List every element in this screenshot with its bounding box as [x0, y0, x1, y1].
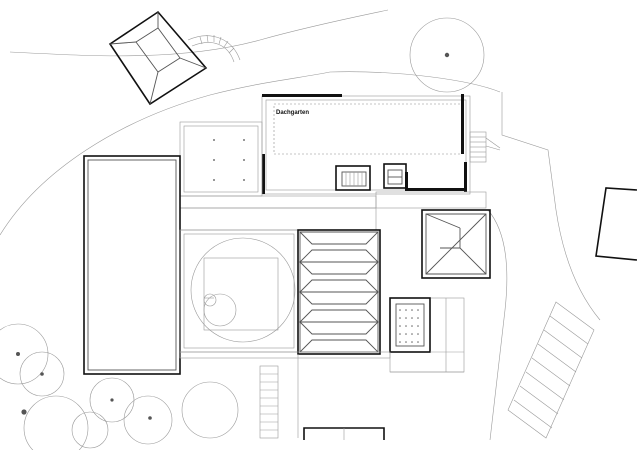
pyramid-roof-building [421, 209, 491, 279]
gridded-court [179, 121, 263, 197]
stair-block [335, 163, 407, 191]
bottom-building [303, 427, 385, 440]
stair-curve [199, 34, 235, 54]
room-label-dachgarten: Dachgarten [276, 110, 309, 116]
grid-dots [213, 139, 245, 181]
diagonal-ramp [507, 301, 595, 439]
terrain-lines [0, 9, 601, 441]
lower-terrace [179, 351, 464, 438]
corridors [179, 191, 487, 231]
roof-garden: Dachgarten [261, 94, 471, 195]
round-court [179, 229, 299, 353]
trees-bottom-left [0, 323, 239, 450]
lower-stair [259, 365, 279, 439]
dotted-grid-building [389, 297, 465, 373]
dot-grid [399, 309, 419, 343]
hipped-roof-pavilion [297, 229, 381, 355]
tree-top-right [409, 17, 485, 93]
long-block [83, 155, 181, 375]
right-edge-building [595, 187, 637, 261]
steps-right [469, 131, 501, 163]
pavilion-top-left [108, 10, 241, 106]
